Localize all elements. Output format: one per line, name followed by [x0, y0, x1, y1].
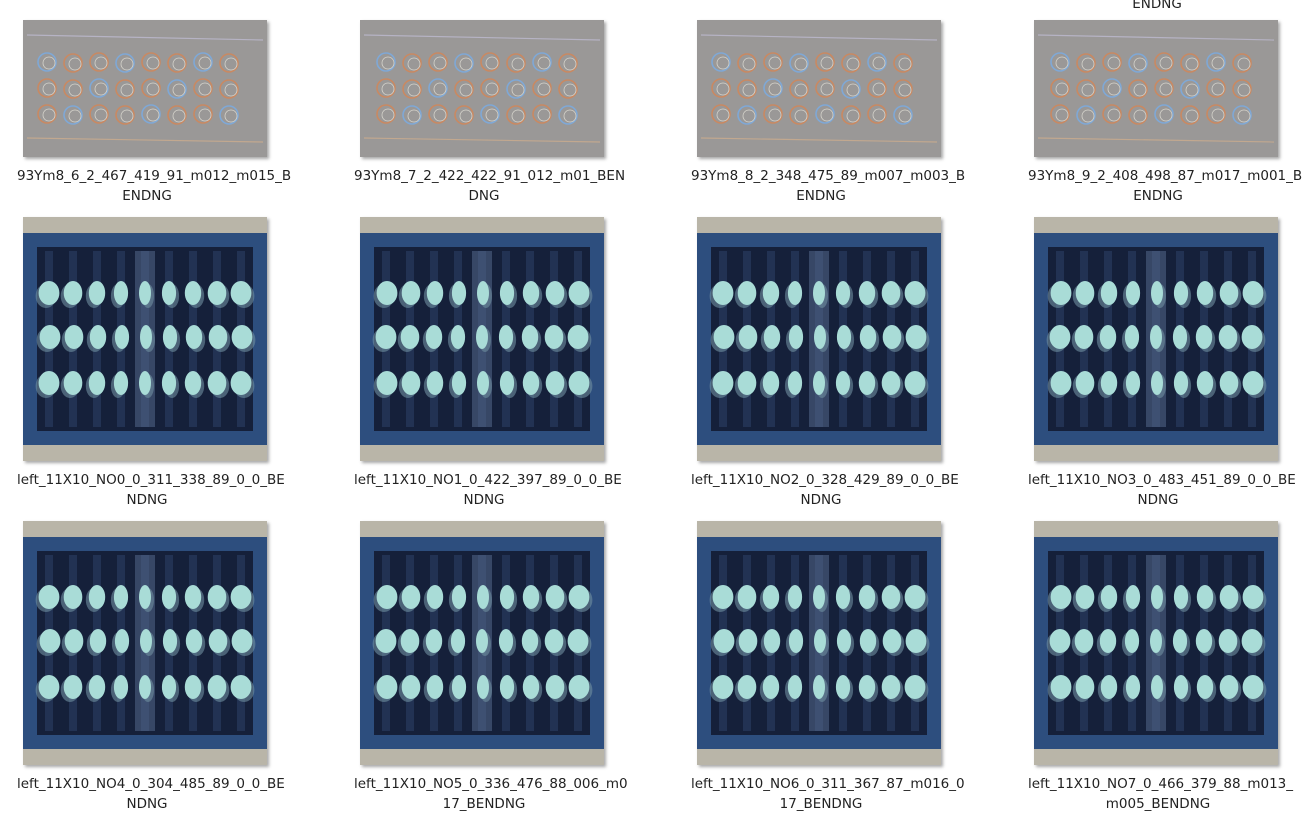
thumbnail-image[interactable] [697, 20, 941, 157]
file-thumbnail-item[interactable]: 93Ym8_9_2_408_498_87_m017_m001_B ENDNG [1028, 20, 1302, 208]
thumbnail-image[interactable] [1034, 217, 1278, 461]
file-name-line-2: ENDNG [796, 188, 846, 204]
thumbnail-image[interactable] [697, 521, 941, 765]
file-name-line-2: DNG [468, 188, 500, 204]
file-name-label[interactable]: left_11X10_NO4_0_304_485_89_0_0_BE NDNG [17, 774, 285, 814]
file-thumbnail-item[interactable]: 93Ym8_8_2_348_475_89_m007_m003_B ENDNG [691, 20, 965, 208]
file-thumbnail-item[interactable]: left_11X10_NO3_0_483_451_89_0_0_BE NDNG [1028, 217, 1296, 512]
file-thumbnail-item[interactable]: 93Ym8_7_2_422_422_91_012_m01_BEN DNG [354, 20, 625, 208]
file-name-label[interactable]: 93Ym8_9_2_408_498_87_m017_m001_B ENDNG [1028, 166, 1303, 206]
file-name-line-1: 93Ym8_9_2_408_498_87_m017_m001_B [1028, 168, 1303, 184]
file-name-line-2: NDNG [126, 796, 168, 812]
file-name-label[interactable]: 93Ym8_7_2_422_422_91_012_m01_BEN DNG [354, 166, 626, 206]
file-name-line-1: left_11X10_NO3_0_483_451_89_0_0_BE [1028, 472, 1296, 488]
file-name-label[interactable]: left_11X10_NO5_0_336_476_88_006_m0 17_BEN… [354, 774, 628, 814]
thumbnail-image[interactable] [360, 521, 604, 765]
file-thumbnail-item[interactable]: 93Ym8_6_2_467_419_91_m012_m015_B ENDNG [17, 20, 291, 208]
file-thumbnail-item[interactable]: left_11X10_NO1_0_422_397_89_0_0_BE NDNG [354, 217, 622, 512]
file-name-line-2: 17_BENDNG [779, 796, 863, 812]
thumbnail-image[interactable] [697, 217, 941, 461]
file-name-label[interactable]: left_11X10_NO6_0_311_367_87_m016_0 17_BEN… [691, 774, 965, 814]
file-name-label[interactable]: left_11X10_NO0_0_311_338_89_0_0_BE NDNG [17, 470, 285, 510]
file-name-line-1: 93Ym8_8_2_348_475_89_m007_m003_B [691, 168, 966, 184]
file-thumbnail-item[interactable]: left_11X10_NO6_0_311_367_87_m016_0 17_BEN… [691, 521, 965, 816]
file-name-line-1: left_11X10_NO1_0_422_397_89_0_0_BE [354, 472, 622, 488]
file-name-line-1: left_11X10_NO7_0_466_379_88_m013_ [1028, 776, 1294, 792]
partial-file-label: ENDNG [1132, 0, 1182, 12]
file-name-label[interactable]: left_11X10_NO1_0_422_397_89_0_0_BE NDNG [354, 470, 622, 510]
thumbnail-image[interactable] [1034, 521, 1278, 765]
file-name-label[interactable]: left_11X10_NO2_0_328_429_89_0_0_BE NDNG [691, 470, 959, 510]
file-name-line-1: 93Ym8_6_2_467_419_91_m012_m015_B [17, 168, 292, 184]
file-name-label[interactable]: left_11X10_NO3_0_483_451_89_0_0_BE NDNG [1028, 470, 1296, 510]
thumbnail-image[interactable] [360, 217, 604, 461]
file-name-line-2: NDNG [463, 492, 505, 508]
file-name-line-2: m005_BENDNG [1105, 796, 1211, 812]
file-thumbnail-item[interactable]: left_11X10_NO7_0_466_379_88_m013_ m005_BE… [1028, 521, 1293, 816]
file-name-line-1: left_11X10_NO6_0_311_367_87_m016_0 [691, 776, 965, 792]
file-name-label[interactable]: 93Ym8_6_2_467_419_91_m012_m015_B ENDNG [17, 166, 292, 206]
file-name-line-1: 93Ym8_7_2_422_422_91_012_m01_BEN [354, 168, 626, 184]
thumbnail-image[interactable] [23, 20, 267, 157]
thumbnail-image[interactable] [1034, 20, 1278, 157]
file-name-line-2: NDNG [1137, 492, 1179, 508]
file-thumbnail-item[interactable]: left_11X10_NO5_0_336_476_88_006_m0 17_BEN… [354, 521, 628, 816]
file-name-line-1: left_11X10_NO2_0_328_429_89_0_0_BE [691, 472, 959, 488]
file-name-line-2: NDNG [126, 492, 168, 508]
file-name-line-2: NDNG [800, 492, 842, 508]
file-name-label[interactable]: left_11X10_NO7_0_466_379_88_m013_ m005_BE… [1028, 774, 1294, 814]
file-thumbnail-item[interactable]: left_11X10_NO0_0_311_338_89_0_0_BE NDNG [17, 217, 285, 512]
thumbnail-image[interactable] [23, 217, 267, 461]
file-name-line-2: 17_BENDNG [442, 796, 526, 812]
thumbnail-image[interactable] [23, 521, 267, 765]
file-name-line-1: left_11X10_NO4_0_304_485_89_0_0_BE [17, 776, 285, 792]
file-name-line-1: left_11X10_NO0_0_311_338_89_0_0_BE [17, 472, 285, 488]
file-thumbnail-item[interactable]: left_11X10_NO2_0_328_429_89_0_0_BE NDNG [691, 217, 959, 512]
file-name-label[interactable]: 93Ym8_8_2_348_475_89_m007_m003_B ENDNG [691, 166, 966, 206]
file-thumbnail-item[interactable]: left_11X10_NO4_0_304_485_89_0_0_BE NDNG [17, 521, 285, 816]
file-name-line-2: ENDNG [1133, 188, 1183, 204]
file-name-line-2: ENDNG [122, 188, 172, 204]
thumbnail-image[interactable] [360, 20, 604, 157]
file-name-line-1: left_11X10_NO5_0_336_476_88_006_m0 [354, 776, 628, 792]
